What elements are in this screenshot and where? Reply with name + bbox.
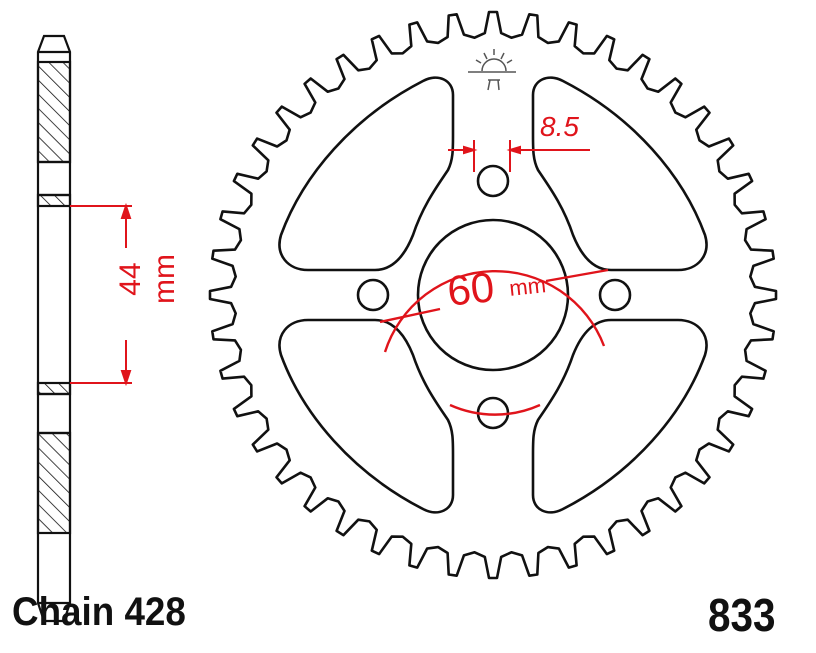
- bolt-circle-value: 60: [445, 263, 497, 315]
- sprocket-outline: [208, 10, 778, 580]
- part-number: 833: [708, 589, 776, 641]
- bolt-hole-dimension: [448, 140, 590, 172]
- bolt-hole-label: 8.5: [540, 111, 579, 142]
- chain-label: Chain 428: [12, 590, 186, 634]
- hub-width-dimension: [70, 202, 132, 387]
- hub-width-label: 44 mm: [114, 254, 181, 304]
- bolt-circle-dimension: [379, 268, 609, 416]
- sun-logo-icon: [468, 49, 516, 91]
- bolt-circle-unit: mm: [508, 272, 548, 301]
- side-profile: [36, 34, 72, 623]
